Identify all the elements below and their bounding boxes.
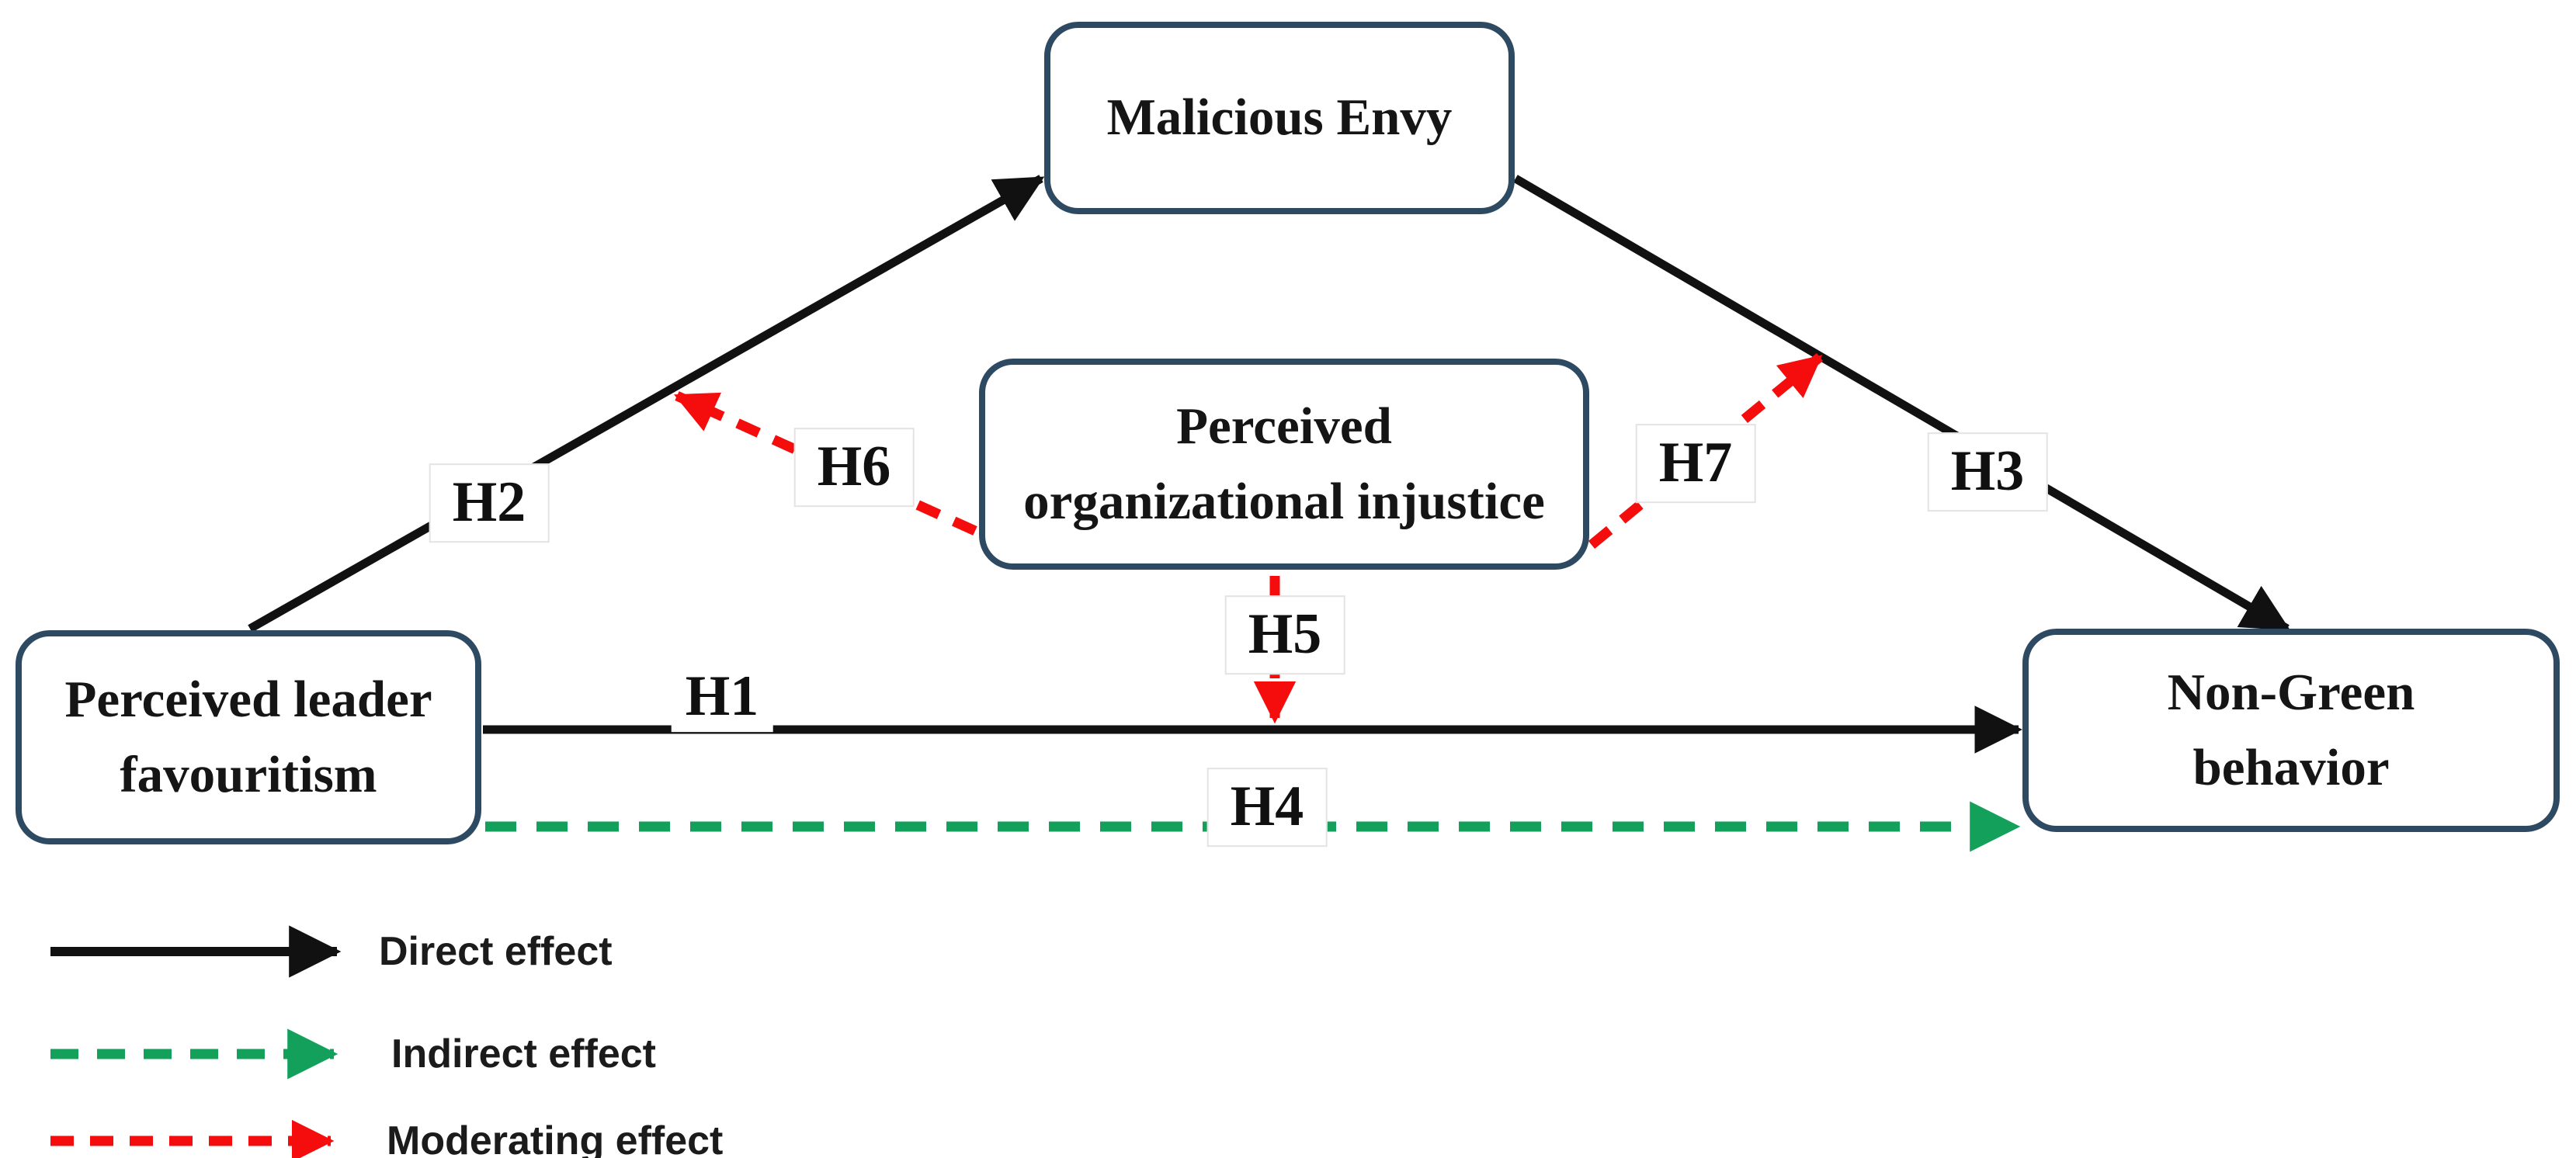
node-non-green-behavior: Non-Green behavior — [2022, 629, 2560, 832]
node-malicious-envy-label: Malicious Envy — [1106, 88, 1453, 147]
node-perceived-organizational-injustice: Perceived organizational injustice — [979, 359, 1589, 570]
node-perceived-organizational-injustice-label: Perceived organizational injustice — [1023, 397, 1545, 530]
legend-item-indirect-effect: Indirect effect — [391, 1031, 656, 1077]
node-non-green-behavior-label: Non-Green behavior — [2167, 663, 2415, 796]
hypothesis-label-h4: H4 — [1206, 768, 1328, 847]
node-perceived-leader-favouritism-label: Perceived leader favouritism — [64, 670, 432, 803]
node-malicious-envy: Malicious Envy — [1044, 22, 1515, 214]
hypothesis-label-h5: H5 — [1224, 595, 1345, 674]
edge-h7-moderating — [1588, 352, 1824, 550]
hypothesis-label-h1: H1 — [671, 662, 773, 732]
hypothesis-label-h7: H7 — [1635, 424, 1756, 503]
edge-h3-direct — [1513, 175, 2291, 633]
hypothesis-label-h6: H6 — [793, 428, 915, 507]
legend-item-moderating-effect: Moderating effect — [387, 1118, 724, 1158]
hypothesis-label-h3: H3 — [1927, 432, 2048, 511]
edge-h2-direct — [248, 175, 1045, 633]
legend-item-direct-effect: Direct effect — [379, 929, 613, 974]
hypothesis-label-h2: H2 — [429, 463, 550, 543]
node-perceived-leader-favouritism: Perceived leader favouritism — [16, 630, 481, 844]
